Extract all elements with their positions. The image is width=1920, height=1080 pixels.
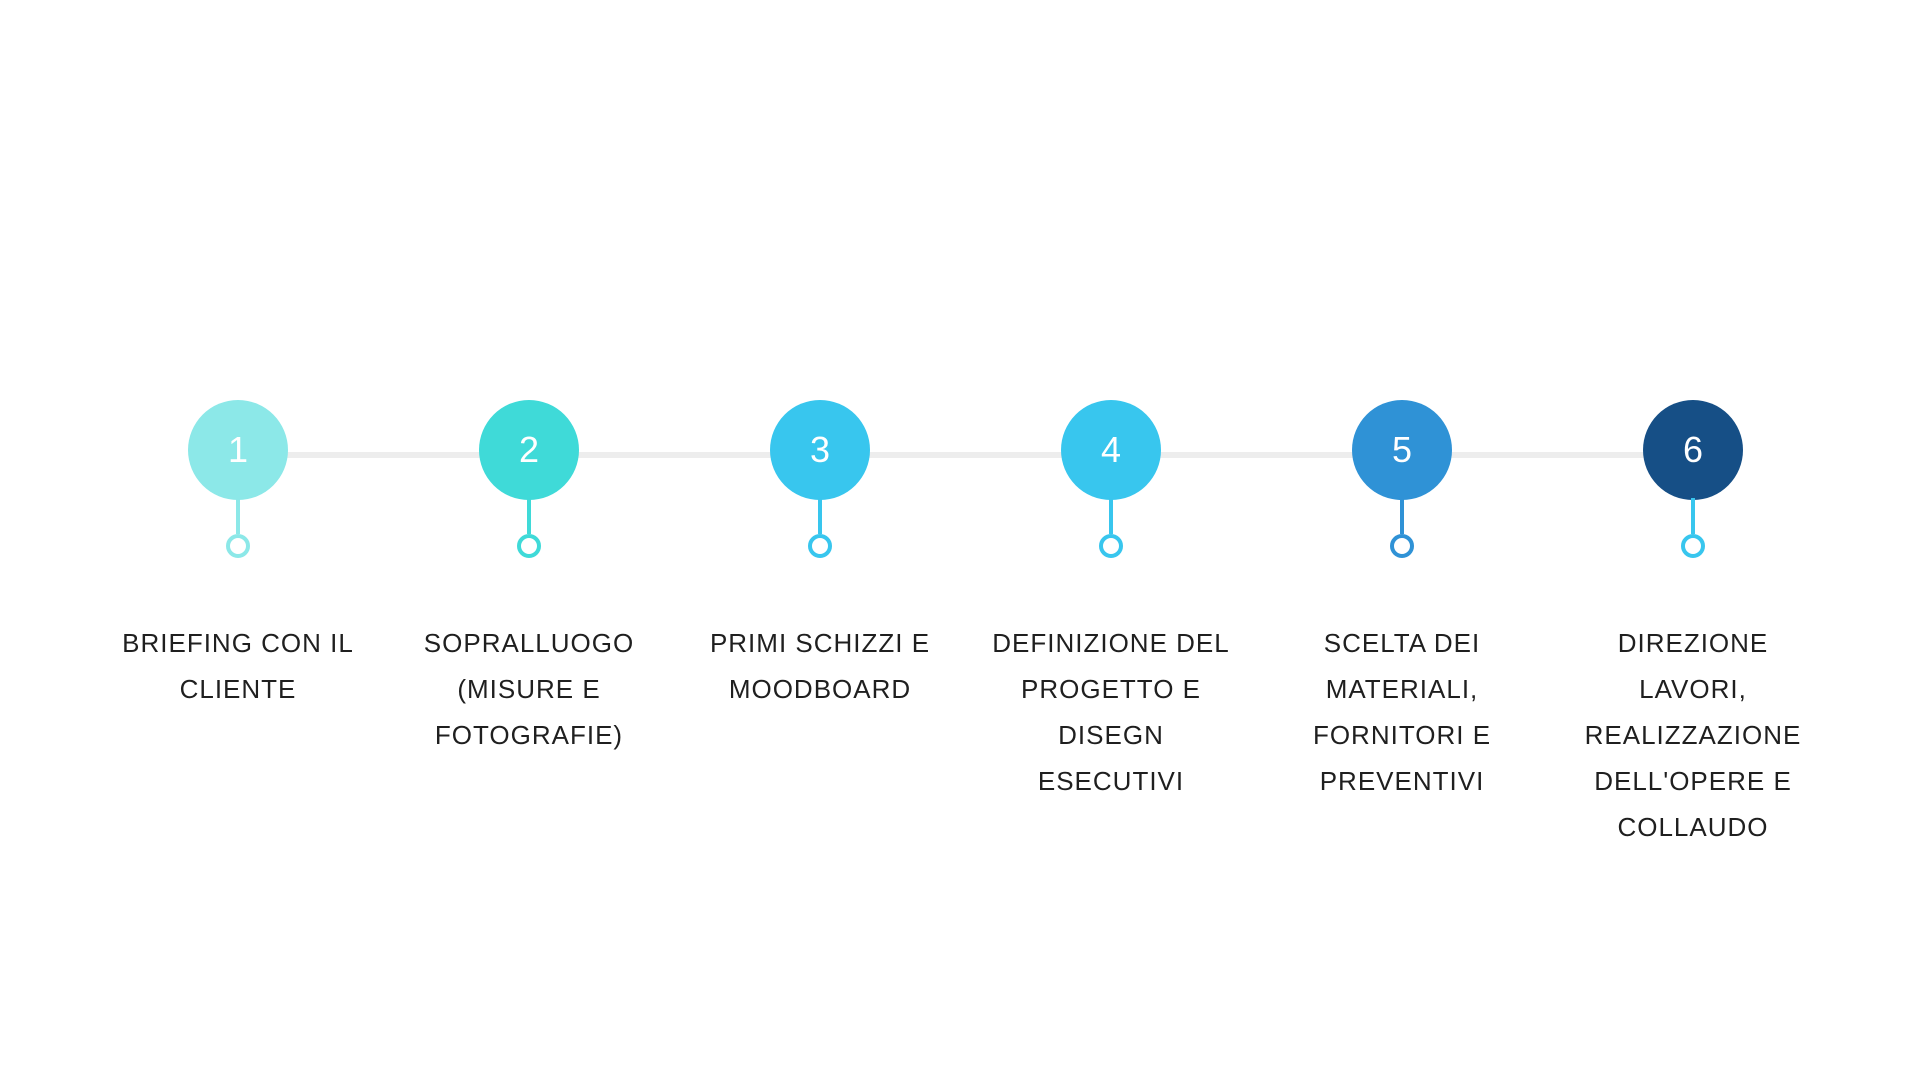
timeline-line xyxy=(238,452,1694,458)
step-label: SOPRALLUOGO (MISURE E FOTOGRAFIE) xyxy=(423,628,635,750)
connector-dot xyxy=(1099,534,1123,558)
connector-stem xyxy=(1109,498,1113,534)
step-5: 5 SCELTA DEI MATERIALI, FORNITORI E PREV… xyxy=(1272,400,1532,860)
step-number-circle: 1 xyxy=(188,400,288,500)
step-1: 1 BRIEFING CON IL CLIENTE xyxy=(108,400,368,860)
step-number-circle: 6 xyxy=(1643,400,1743,500)
step-number-circle: 3 xyxy=(770,400,870,500)
step-number-circle: 2 xyxy=(479,400,579,500)
connector-stem xyxy=(527,498,531,534)
step-label: SCELTA DEI MATERIALI, FORNITORI E PREVEN… xyxy=(1312,628,1492,796)
step-label: PRIMI SCHIZZI E MOODBOARD xyxy=(709,628,931,704)
step-number-circle: 5 xyxy=(1352,400,1452,500)
connector-dot xyxy=(1390,534,1414,558)
step-label: BRIEFING CON IL CLIENTE xyxy=(122,628,354,704)
step-3: 3 PRIMI SCHIZZI E MOODBOARD xyxy=(690,400,950,860)
connector-stem xyxy=(1691,498,1695,534)
connector-dot xyxy=(808,534,832,558)
step-label: DEFINIZIONE DEL PROGETTO E DISEGN ESECUT… xyxy=(992,628,1230,796)
connector-stem xyxy=(818,498,822,534)
step-4: 4 DEFINIZIONE DEL PROGETTO E DISEGN ESEC… xyxy=(981,400,1241,860)
connector-stem xyxy=(236,498,240,534)
connector-dot xyxy=(1681,534,1705,558)
step-label: DIREZIONE LAVORI, REALIZZAZIONE DELL'OPE… xyxy=(1584,628,1802,842)
connector-dot xyxy=(517,534,541,558)
connector-dot xyxy=(226,534,250,558)
connector-stem xyxy=(1400,498,1404,534)
step-number-circle: 4 xyxy=(1061,400,1161,500)
step-6: 6 DIREZIONE LAVORI, REALIZZAZIONE DELL'O… xyxy=(1563,400,1823,860)
step-2: 2 SOPRALLUOGO (MISURE E FOTOGRAFIE) xyxy=(399,400,659,860)
